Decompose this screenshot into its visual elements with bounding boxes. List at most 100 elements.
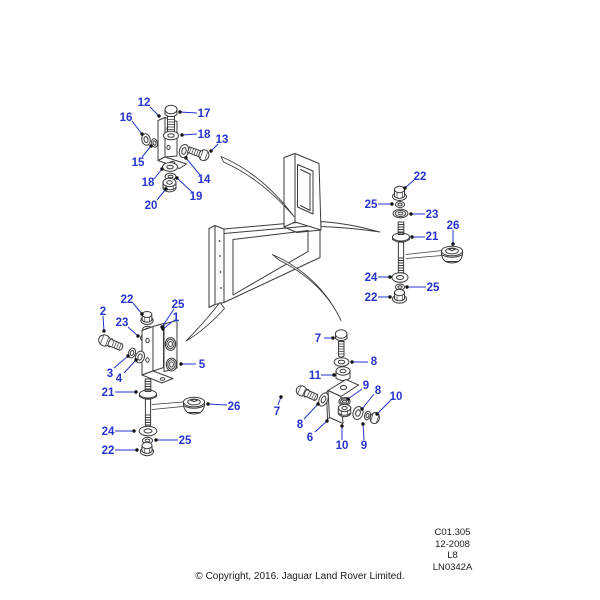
- callout-number[interactable]: 11: [309, 370, 322, 382]
- callout-25[interactable]: 25: [154, 435, 192, 447]
- callout-number[interactable]: 17: [198, 108, 211, 120]
- callout-6[interactable]: 6: [307, 419, 329, 444]
- callout-number[interactable]: 9: [363, 380, 369, 392]
- leader-dot: [350, 360, 354, 364]
- callout-number[interactable]: 3: [107, 368, 113, 380]
- callout-10[interactable]: 10: [375, 391, 402, 416]
- callout-number[interactable]: 7: [274, 406, 280, 418]
- callout-23[interactable]: 23: [116, 317, 140, 338]
- callout-14[interactable]: 14: [184, 156, 211, 186]
- callout-number[interactable]: 18: [198, 129, 211, 141]
- callout-10[interactable]: 10: [336, 424, 349, 452]
- leader-dot: [375, 412, 379, 416]
- callout-8[interactable]: 8: [297, 402, 320, 431]
- leader-line: [153, 168, 163, 180]
- callout-8[interactable]: 8: [350, 356, 378, 368]
- leader-dot: [451, 242, 455, 246]
- washer-8-on-bolt-7: [318, 392, 329, 407]
- callout-22[interactable]: 22: [403, 171, 426, 190]
- callout-number[interactable]: 2: [100, 306, 106, 318]
- callout-number[interactable]: 1: [173, 312, 180, 324]
- leader-dot: [405, 285, 409, 289]
- callout-9[interactable]: 9: [361, 422, 367, 452]
- callout-number[interactable]: 8: [375, 385, 382, 397]
- callout-2[interactable]: 2: [100, 306, 106, 333]
- callout-21[interactable]: 21: [410, 231, 439, 243]
- callout-22[interactable]: 22: [102, 445, 139, 457]
- callout-number[interactable]: 7: [315, 333, 321, 345]
- washer-18-upper: [163, 130, 179, 141]
- callout-24[interactable]: 24: [102, 426, 136, 438]
- callout-9[interactable]: 9: [346, 380, 369, 401]
- callout-number[interactable]: 16: [120, 112, 133, 124]
- callout-number[interactable]: 14: [198, 174, 211, 186]
- callout-number[interactable]: 25: [179, 435, 192, 447]
- callout-21[interactable]: 21: [102, 387, 138, 399]
- callout-25[interactable]: 25: [405, 282, 440, 294]
- callout-4[interactable]: 4: [116, 358, 138, 385]
- callout-number[interactable]: 25: [427, 282, 440, 294]
- callout-26[interactable]: 26: [206, 401, 240, 413]
- callout-number[interactable]: 20: [145, 200, 158, 212]
- callout-18[interactable]: 18: [180, 129, 211, 141]
- callout-number[interactable]: 19: [190, 191, 203, 203]
- callout-number[interactable]: 24: [365, 272, 378, 284]
- callout-number[interactable]: 4: [116, 373, 123, 385]
- callout-3[interactable]: 3: [107, 354, 130, 380]
- callout-number[interactable]: 9: [361, 440, 367, 452]
- callout-number[interactable]: 26: [228, 401, 241, 413]
- callout-number[interactable]: 21: [426, 231, 439, 243]
- leader-line: [347, 388, 363, 400]
- callout-1[interactable]: 1: [161, 312, 180, 331]
- leader-dot: [209, 149, 213, 153]
- callout-number[interactable]: 15: [132, 157, 145, 169]
- callout-22[interactable]: 22: [121, 294, 144, 316]
- callout-number[interactable]: 22: [365, 292, 378, 304]
- callout-number[interactable]: 8: [371, 356, 378, 368]
- callout-18[interactable]: 18: [142, 167, 164, 189]
- callout-number[interactable]: 5: [199, 359, 206, 371]
- callout-number[interactable]: 18: [142, 177, 155, 189]
- callout-22[interactable]: 22: [365, 292, 392, 304]
- callout-23[interactable]: 23: [409, 209, 438, 221]
- callout-number[interactable]: 6: [307, 432, 313, 444]
- spring-washer-25-right-bottom: [394, 283, 406, 291]
- callout-15[interactable]: 15: [132, 144, 153, 169]
- callout-12[interactable]: 12: [138, 97, 161, 118]
- callout-number[interactable]: 23: [116, 317, 129, 329]
- callout-7[interactable]: 7: [274, 395, 283, 418]
- mount-plate-5: [163, 320, 178, 372]
- callout-24[interactable]: 24: [365, 272, 392, 284]
- callout-number[interactable]: 13: [216, 134, 229, 146]
- nut-10-under-bracket: [337, 403, 352, 418]
- callout-5[interactable]: 5: [179, 359, 206, 371]
- callout-number[interactable]: 10: [390, 391, 403, 403]
- callout-number[interactable]: 24: [102, 426, 115, 438]
- callout-number[interactable]: 23: [426, 209, 439, 221]
- callout-number[interactable]: 21: [102, 387, 115, 399]
- callout-number[interactable]: 25: [365, 199, 378, 211]
- callout-16[interactable]: 16: [120, 112, 144, 136]
- callout-13[interactable]: 13: [209, 134, 228, 153]
- leader-dot: [164, 187, 168, 191]
- callout-number[interactable]: 22: [414, 171, 427, 183]
- bolt-7-vertical: [334, 329, 348, 358]
- callout-7[interactable]: 7: [315, 333, 335, 345]
- callout-11[interactable]: 11: [309, 370, 336, 382]
- callout-number[interactable]: 8: [297, 419, 304, 431]
- leader-line: [376, 399, 392, 415]
- callout-25[interactable]: 25: [365, 199, 394, 211]
- callout-number[interactable]: 10: [336, 440, 349, 452]
- callout-19[interactable]: 19: [175, 176, 202, 203]
- callout-number[interactable]: 25: [172, 299, 185, 311]
- callout-number[interactable]: 22: [102, 445, 115, 457]
- callout-17[interactable]: 17: [178, 108, 210, 120]
- callout-number[interactable]: 12: [138, 97, 151, 109]
- callout-number[interactable]: 26: [447, 220, 460, 232]
- callout-number[interactable]: 22: [121, 294, 134, 306]
- callout-20[interactable]: 20: [145, 187, 168, 212]
- callout-8[interactable]: 8: [360, 385, 382, 411]
- callout-26[interactable]: 26: [447, 220, 460, 246]
- nut-22-right-bottom: [392, 288, 407, 304]
